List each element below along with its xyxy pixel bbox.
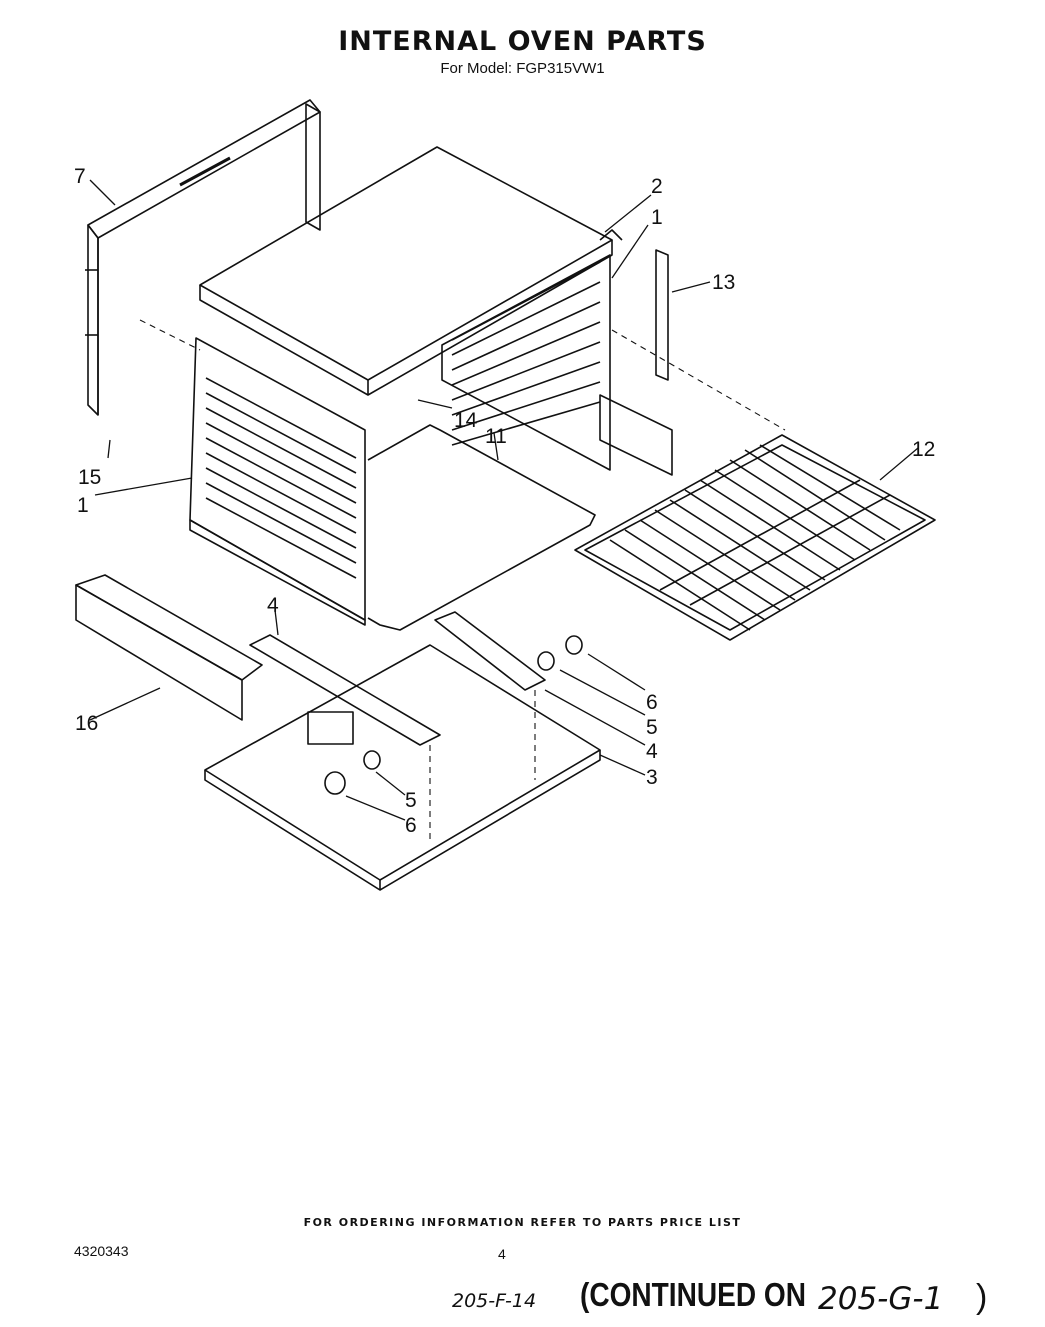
part-1-right-side-panel bbox=[441, 254, 673, 476]
part-4-bracket bbox=[249, 611, 546, 746]
closing-parenthesis: ) bbox=[976, 1278, 988, 1316]
part-7-rear-panel bbox=[85, 99, 321, 416]
page-number: 4 bbox=[498, 1246, 506, 1262]
callout-12: 12 bbox=[912, 438, 935, 461]
model-subtitle: For Model: FGP315VW1 bbox=[440, 60, 605, 77]
callout-16: 16 bbox=[75, 712, 98, 735]
part-3-base-panel bbox=[204, 644, 601, 891]
callout-6-right: 6 bbox=[646, 691, 658, 714]
callout-14: 14 bbox=[454, 409, 478, 432]
ordering-note: FOR ORDERING INFORMATION REFER TO PARTS … bbox=[303, 1216, 742, 1229]
callout-3: 3 bbox=[646, 766, 658, 789]
callout-2: 2 bbox=[651, 175, 663, 198]
callout-5-low: 5 bbox=[405, 789, 417, 812]
handwritten-reference-right: 205-G-1 bbox=[818, 1281, 944, 1317]
continued-on-label: (CONTINUED ON bbox=[580, 1276, 806, 1313]
callout-7: 7 bbox=[74, 165, 86, 188]
callout-1-left: 1 bbox=[77, 494, 89, 517]
document-number: 4320343 bbox=[74, 1243, 129, 1259]
callout-1-top: 1 bbox=[651, 206, 663, 229]
callout-4-top: 4 bbox=[267, 594, 279, 617]
part-16-front-trim bbox=[75, 574, 263, 721]
callout-13: 13 bbox=[712, 271, 735, 294]
page-title: INTERNAL OVEN PARTS bbox=[338, 26, 707, 57]
callout-5-right: 5 bbox=[646, 716, 658, 739]
part-5-6-fasteners bbox=[324, 635, 583, 795]
callout-6-low: 6 bbox=[405, 814, 417, 837]
handwritten-reference-left: 205-F-14 bbox=[452, 1290, 537, 1312]
part-2-top-panel bbox=[199, 146, 623, 396]
part-13-strip bbox=[655, 249, 669, 381]
callout-11: 11 bbox=[485, 425, 507, 448]
part-12-oven-rack bbox=[574, 434, 936, 641]
callout-15: 15 bbox=[78, 466, 101, 489]
callout-labels: 7 2 1 13 14 11 12 15 1 4 6 5 4 3 16 5 6 bbox=[74, 165, 935, 837]
part-11-oven-bottom bbox=[367, 424, 596, 631]
callout-4-right: 4 bbox=[646, 740, 658, 763]
part-1-left-side-panel bbox=[189, 337, 366, 626]
